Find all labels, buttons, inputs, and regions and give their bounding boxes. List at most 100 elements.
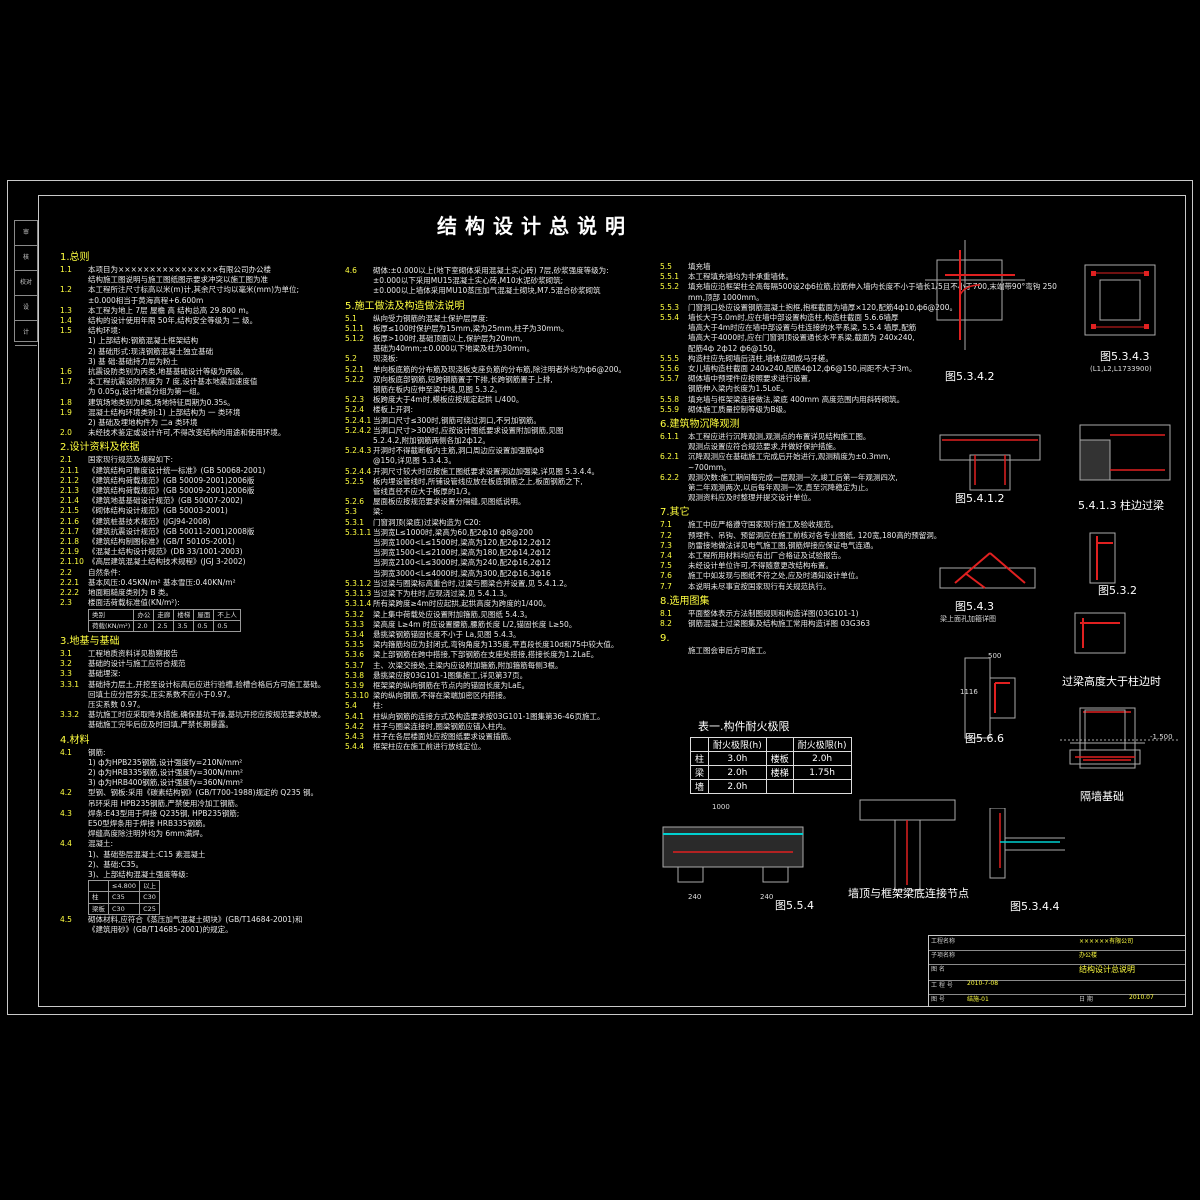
table-cell: C35 [107, 891, 141, 904]
detail-5-4-1-2-and-5-4-1-3 [939, 424, 1171, 491]
note-line: 2.1.1《建筑结构可靠度设计统一标准》(GB 50068-2001) [60, 466, 325, 476]
note-number: 3.2 [60, 659, 72, 669]
note-line: 2) 基础形式:现浇钢筋混凝土独立基础 [60, 347, 325, 357]
tb-value: 办公楼 [1079, 952, 1098, 959]
note-number: 5.3.4 [345, 629, 365, 639]
tb-label: 图 号 [931, 996, 945, 1003]
note-text: 钢筋: [88, 747, 106, 757]
note-number: 5.2.4 [345, 405, 365, 415]
note-number: 1.7 [60, 377, 72, 387]
note-number: 3.3.2 [60, 710, 80, 720]
note-line: 为 0.05g,设计地震分组为第一组。 [60, 387, 325, 397]
note-number: 5.1 [345, 313, 357, 323]
note-text: 主、次梁交接处,主梁内应设附加箍筋,附加箍筋每侧3根。 [373, 660, 563, 670]
note-text: ±0.000以上墙体采用MU10蒸压加气混凝土砌块,M7.5混合砂浆砌筑 [373, 286, 601, 296]
dimension-label: 240 [760, 893, 774, 901]
note-text: 开洞尺寸较大时应按施工图纸要求设置洞边加强梁,详见图 5.3.4.4。 [373, 466, 600, 476]
note-number: 7.2 [660, 530, 672, 540]
note-number: 5.3.1 [345, 517, 365, 527]
tb-label: 工 程 号 [931, 982, 953, 989]
note-text: 纵向受力钢筋的混凝土保护层厚度: [373, 313, 489, 323]
table-row: 耐火极限(h)耐火极限(h) [689, 737, 852, 752]
note-text: 基本风压:0.45KN/m² 基本雪压:0.40KN/m² [88, 577, 236, 587]
note-line: mm,顶部 1000mm。 [660, 293, 1057, 303]
note-text: 混凝土结构环境类别:1) 上部结构为 一 类环境 [88, 407, 241, 417]
note-line: 第二年观测两次,以后每年观测一次,直至沉降稳定为止。 [660, 483, 1057, 493]
note-text: 本工程抗震设防烈度为 7 度,设计基本地震加速度值 [88, 377, 258, 387]
note-text: 基础持力层土,开挖至设计标高后应进行验槽,验槽合格后方可施工基础。 [88, 679, 326, 689]
note-text: 框架柱应在施工前进行放线定位。 [373, 742, 486, 752]
table-cell: 梁板 [88, 902, 109, 915]
note-text: 3) 基 础:基础持力层为粉土 [88, 356, 178, 366]
table-cell: 2.0h [708, 765, 767, 780]
note-text: 《砌体结构设计规范》(GB 50003-2001) [88, 506, 228, 516]
note-number: 5.3.8 [345, 670, 365, 680]
table-cell: 屋面 [193, 608, 215, 621]
note-text: 混凝土: [88, 839, 114, 849]
note-text: 填充墙应沿框架柱全高每隔500设2ф6拉筋,拉筋伸入墙内长度不小于墙长1/5且不… [688, 282, 1057, 292]
dimension-label: 240 [688, 893, 702, 901]
note-text: 现浇板: [373, 354, 399, 364]
note-number: 1.1 [60, 265, 72, 274]
note-text: 自然条件: [88, 567, 121, 577]
note-text: 沉降观测应在基础施工完成后开始进行,观测精度为±0.3mm, [688, 452, 891, 462]
note-line: E50型焊条用于焊接 HRB335钢筋。 [60, 819, 325, 829]
note-line: ±0.000以上墙体采用MU10蒸压加气混凝土砌块,M7.5混合砂浆砌筑 [345, 286, 626, 296]
note-text: E50型焊条用于焊接 HRB335钢筋。 [88, 818, 210, 828]
note-line: 结构施工图说明与施工图纸图示要求冲突以施工图为准 [60, 275, 325, 285]
dimension-label: 1116 [960, 688, 978, 696]
note-text: 焊缝高度除注明外均为 6mm满焊。 [88, 829, 208, 839]
note-number: 5.5.2 [660, 282, 680, 292]
note-text: ±0.000相当于黄海高程+6.600m [88, 295, 204, 305]
note-text: 板厚>100时,基础顶面以上,保护层为20mm, [373, 334, 523, 344]
note-line: 2.1.3《建筑结构荷载规范》(GB 50009-2001)2006版 [60, 486, 325, 496]
note-text: 本说明未尽事宜按国家现行有关规范执行。 [688, 581, 831, 591]
drawing-title: 结构设计总说明 [437, 214, 633, 238]
note-text: 建筑场地类别为Ⅱ类,场地特征周期为0.35s。 [88, 397, 235, 407]
note-number: 6.1.1 [660, 432, 680, 442]
note-number: 3.1 [60, 648, 72, 658]
note-line: 当洞宽1000<L≤1500时,梁高为120,配2ф12,2ф12 [345, 538, 626, 548]
note-text: 2) ф为HRB335钢筋,设计强度fy=300N/mm² [88, 767, 243, 777]
table-cell: C30 [107, 902, 141, 915]
note-line: 墙高大于4m时应在墙中部设置与柱连接的水平系梁, 5.5.4 墙厚,配筋 [660, 323, 1057, 333]
note-number: 5.1.2 [345, 334, 365, 344]
note-text: 填充墙与框架梁连接做法,梁底 400mm 高度范围内用斜砖砌筑。 [688, 394, 905, 404]
note-number: 5.2 [345, 354, 357, 364]
note-line: 1) ф为HPB235钢筋,设计强度fy=210N/mm² [60, 758, 325, 768]
note-number: 2.2.1 [60, 577, 80, 587]
note-line: 3) 基 础:基础持力层为粉土 [60, 357, 325, 367]
note-number: 4.6 [345, 266, 357, 275]
note-line: 2.1.5《砌体结构设计规范》(GB 50003-2001) [60, 506, 325, 516]
detail-partition-footing [1060, 709, 1180, 765]
note-number: 2.2.2 [60, 588, 80, 598]
note-number: 5.3.2 [345, 609, 365, 619]
note-text: 钢筋在板内应伸至梁中线,见图 5.3.2。 [373, 385, 502, 395]
note-number: 1.5 [60, 326, 72, 336]
table-cell: 办公 [133, 608, 155, 621]
note-number: 8.1 [660, 608, 672, 618]
note-number: 2.1.8 [60, 537, 80, 547]
note-text: 基坑施工时应采取降水措施,确保基坑干燥,基坑开挖应按规范要求放坡。 [88, 710, 326, 720]
note-text: 施工中应严格遵守国家现行施工及验收规范。 [688, 520, 838, 530]
note-text: 当过梁下为柱时,应现浇过梁,见 5.4.1.3。 [373, 589, 512, 599]
note-text: 本项目为××××××××××××××××有限公司办公楼 [88, 265, 272, 274]
